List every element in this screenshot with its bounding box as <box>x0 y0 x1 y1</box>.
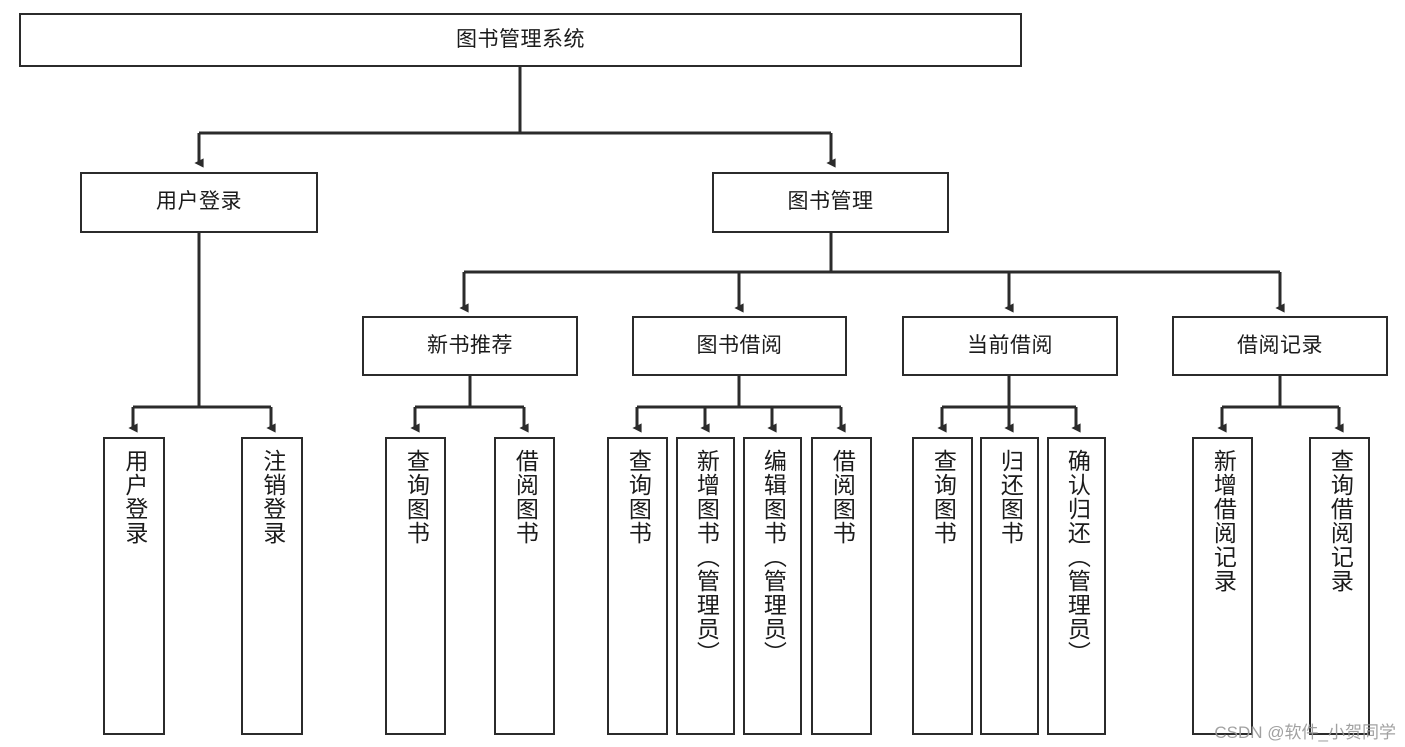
leaf-current-query-book-label: 查询图书 <box>930 449 957 545</box>
leaf-user-login-login[interactable]: 用户登录 <box>103 437 165 735</box>
node-new-book-recommend-label: 新书推荐 <box>427 333 513 357</box>
leaf-user-login-login-label: 用户登录 <box>121 449 148 545</box>
node-book-management[interactable]: 图书管理 <box>712 172 949 233</box>
leaf-current-return-book[interactable]: 归还图书 <box>980 437 1039 735</box>
node-root-label: 图书管理系统 <box>456 27 585 51</box>
leaf-borrow-borrow-book-label: 借阅图书 <box>829 449 856 545</box>
leaf-borrow-add-book[interactable]: 新增图书（管理员） <box>676 437 735 735</box>
leaf-recommend-query-book[interactable]: 查询图书 <box>385 437 446 735</box>
node-book-borrow-label: 图书借阅 <box>696 333 783 357</box>
leaf-user-login-logout[interactable]: 注销登录 <box>241 437 303 735</box>
node-borrow-records[interactable]: 借阅记录 <box>1172 316 1388 376</box>
leaf-recommend-borrow-book-label: 借阅图书 <box>512 449 539 545</box>
node-current-borrow[interactable]: 当前借阅 <box>902 316 1118 376</box>
leaf-records-query-record-label: 查询借阅记录 <box>1327 449 1354 593</box>
leaf-records-add-record[interactable]: 新增借阅记录 <box>1192 437 1253 735</box>
node-root[interactable]: 图书管理系统 <box>19 13 1022 67</box>
watermark: CSDN @软件_小贺同学 <box>1214 723 1396 742</box>
leaf-borrow-borrow-book[interactable]: 借阅图书 <box>811 437 872 735</box>
leaf-current-confirm-return[interactable]: 确认归还（管理员） <box>1047 437 1106 735</box>
node-book-borrow[interactable]: 图书借阅 <box>632 316 847 376</box>
node-book-management-label: 图书管理 <box>787 190 874 214</box>
leaf-recommend-borrow-book[interactable]: 借阅图书 <box>494 437 555 735</box>
leaf-borrow-add-book-label: 新增图书（管理员） <box>693 449 720 665</box>
leaf-current-query-book[interactable]: 查询图书 <box>912 437 973 735</box>
leaf-user-login-logout-label: 注销登录 <box>259 449 286 545</box>
leaf-records-query-record[interactable]: 查询借阅记录 <box>1309 437 1370 735</box>
leaf-borrow-query-book[interactable]: 查询图书 <box>607 437 668 735</box>
leaf-borrow-edit-book[interactable]: 编辑图书（管理员） <box>743 437 802 735</box>
node-new-book-recommend[interactable]: 新书推荐 <box>362 316 578 376</box>
node-user-login-label: 用户登录 <box>156 190 242 214</box>
leaf-current-return-book-label: 归还图书 <box>997 449 1024 545</box>
leaf-borrow-edit-book-label: 编辑图书（管理员） <box>760 449 787 665</box>
node-borrow-records-label: 借阅记录 <box>1237 333 1323 357</box>
node-user-login[interactable]: 用户登录 <box>80 172 318 233</box>
leaf-current-confirm-return-label: 确认归还（管理员） <box>1064 449 1091 665</box>
node-current-borrow-label: 当前借阅 <box>967 333 1053 357</box>
leaf-borrow-query-book-label: 查询图书 <box>625 449 652 545</box>
leaf-records-add-record-label: 新增借阅记录 <box>1210 449 1237 593</box>
leaf-recommend-query-book-label: 查询图书 <box>403 449 430 545</box>
